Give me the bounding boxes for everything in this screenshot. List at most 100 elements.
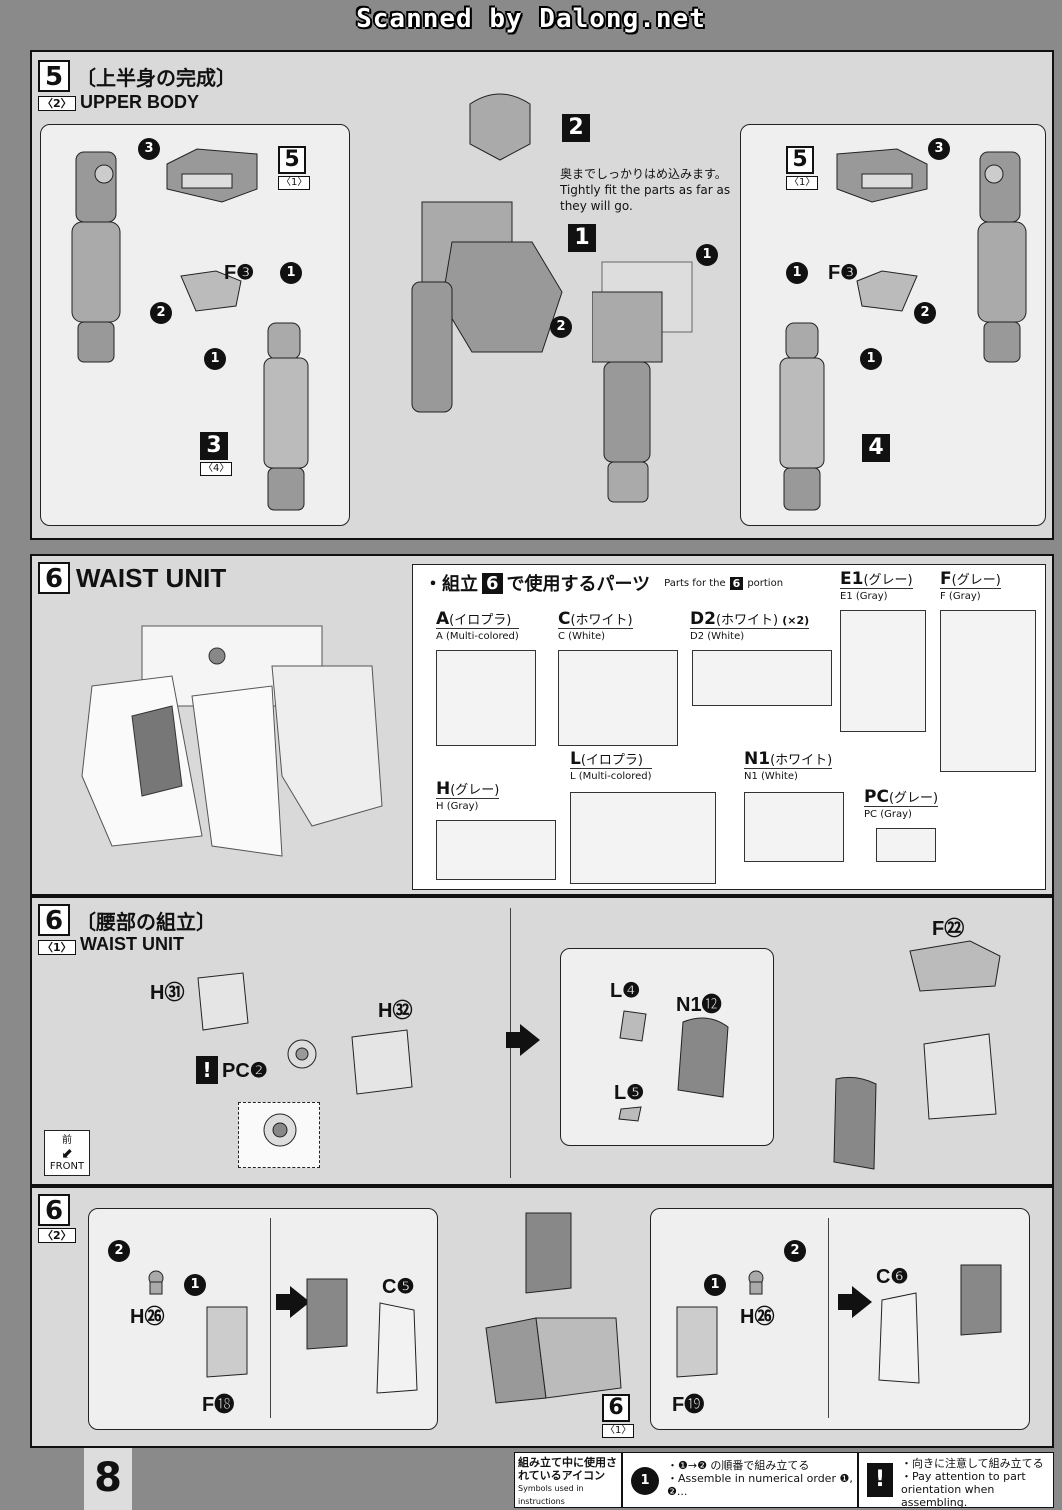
arrow-right-icon <box>506 1024 540 1056</box>
left-ref-number: 5 <box>278 146 306 174</box>
sprue-label-n1: N1(ホワイト) N1 (White) <box>744 749 833 782</box>
waist-armor-illustration <box>833 1076 877 1170</box>
step6-1-en-title: WAIST UNIT <box>80 934 184 954</box>
step5-panel: 5 〔上半身の完成〕 〈2〉 UPPER BODY 5 〈1〉 3 F❸ 1 2… <box>30 50 1054 540</box>
label-h31: H㉛ <box>150 982 185 1004</box>
left-arm-number: 3 <box>200 432 228 460</box>
step6-2-ref-number: 6 <box>602 1394 630 1422</box>
right-part-label: F❸ <box>828 262 859 284</box>
sprue-label-f: F(グレー) F (Gray) <box>940 569 1001 602</box>
front-jp: 前 <box>62 1135 72 1146</box>
label-c5: C❺ <box>382 1276 415 1298</box>
sprue-h <box>436 820 556 880</box>
waist-unit-illustration <box>81 625 383 857</box>
step6-1-panel: 6 〔腰部の組立〕 〈1〉 WAIST UNIT H㉛ H㉜ ! PC❷ 前 ⬋… <box>30 896 1054 1186</box>
page-number: 8 <box>84 1448 132 1510</box>
head-number: 2 <box>562 114 590 142</box>
right-step1-icon-a: 1 <box>786 262 808 284</box>
part-c5-illustration <box>376 1302 418 1394</box>
waist-frame-assembled-illustration <box>923 1033 997 1120</box>
sprue-n1 <box>744 792 844 862</box>
left-part-label: F❸ <box>224 262 255 284</box>
sprue-label-d2: D2(ホワイト) (×2) D2 (White) <box>690 609 810 642</box>
front-arrow-icon: ⬋ <box>61 1146 73 1162</box>
left-62-arrow-icon <box>276 1286 310 1318</box>
right-shoulder-armor-illustration <box>836 148 928 203</box>
step6-2-ref-sub: 〈1〉 <box>602 1424 635 1438</box>
left-ref-sub: 〈1〉 <box>278 176 311 190</box>
part-f19-assembled-illustration <box>960 1264 1002 1336</box>
label-h32: H㉜ <box>378 1000 413 1022</box>
waist-center-illustration <box>485 1212 622 1404</box>
legend-item-order: 1 ・❶→❷ の順番で組み立てる ・Assemble in numerical … <box>622 1452 858 1508</box>
label-c6: C❻ <box>876 1266 909 1288</box>
right-step3-icon: 3 <box>928 138 950 160</box>
center-step1-icon: 1 <box>696 244 718 266</box>
fit-note: 奥までしっかりはめ込みます。 Tightly fit the parts as … <box>560 166 740 214</box>
fit-note-jp: 奥までしっかりはめ込みます。 <box>560 167 727 181</box>
sprue-label-h: H(グレー) H (Gray) <box>436 779 500 812</box>
sprue-label-c: C(ホワイト) C (White) <box>558 609 633 642</box>
step5-number: 5 <box>38 60 70 92</box>
torso-illustration <box>411 201 563 413</box>
step6-2-panel: 6 〈2〉 2 1 H㉖ F⓲ C❺ 6 〈1〉 2 1 H㉖ F⓳ C❻ <box>30 1186 1054 1448</box>
left-arm-upper-illustration <box>71 151 121 363</box>
sprue-label-l: L(イロプラ) L (Multi-colored) <box>570 749 652 782</box>
parts-heading-suffix: で使用するパーツ <box>506 574 651 595</box>
step6-2-right-divider <box>828 1218 829 1418</box>
label-n112: N1⓬ <box>676 994 722 1016</box>
label-f18: F⓲ <box>202 1394 235 1416</box>
step6-parts-heading: 6 WAIST UNIT <box>38 562 226 594</box>
sprue-a <box>436 650 536 746</box>
part-c6-illustration <box>878 1292 920 1384</box>
sprue-label-e1: E1(グレー) E1 (Gray) <box>840 569 913 602</box>
right-shoulder-joint-illustration <box>856 270 918 312</box>
left-arm-sub: 〈4〉 <box>200 462 233 476</box>
part-h26-right-illustration <box>748 1270 764 1295</box>
left-62-step2-icon: 2 <box>108 1240 130 1262</box>
part-f18-illustration <box>206 1306 248 1378</box>
step5-heading: 5 〔上半身の完成〕 <box>38 60 236 92</box>
label-h26-right: H㉖ <box>740 1306 775 1328</box>
right-arm-upper-illustration <box>977 151 1027 363</box>
part-f19-illustration <box>676 1306 718 1378</box>
label-f19: F⓳ <box>672 1394 705 1416</box>
step6-parts-panel: 6 WAIST UNIT ・組立 6 で使用するパーツ Parts for th… <box>30 554 1054 896</box>
legend-item1-en: ・Assemble in numerical order ❶, ❷... <box>667 1472 853 1498</box>
label-pc2: PC❷ <box>222 1059 268 1082</box>
parts-heading-en-num: 6 <box>729 576 744 590</box>
waist-frame-right-illustration <box>351 1029 413 1095</box>
left-step1-icon-b: 1 <box>204 348 226 370</box>
parts-heading-num: 6 <box>482 572 503 594</box>
step6-2-number: 6 <box>38 1194 70 1226</box>
front-en: FRONT <box>49 1161 85 1172</box>
step6-1-heading: 6 〔腰部の組立〕 <box>38 904 216 936</box>
part-f22-illustration <box>909 940 1001 992</box>
sprue-c <box>558 650 678 746</box>
step5-en-title: UPPER BODY <box>80 92 200 112</box>
left-shoulder-joint-illustration <box>180 270 242 312</box>
step5-jp-title: 〔上半身の完成〕 <box>76 65 236 90</box>
orientation-caution-icon: ! <box>867 1463 893 1497</box>
sprue-pc <box>876 828 936 862</box>
left-step1-icon-a: 1 <box>280 262 302 284</box>
part-f18-assembled-illustration <box>306 1278 348 1350</box>
parts-heading-en-prefix: Parts for the <box>664 577 726 589</box>
part-h26-left-illustration <box>148 1270 164 1295</box>
sprue-e1 <box>840 610 926 732</box>
right-ref-number: 5 <box>786 146 814 174</box>
step6-1-number: 6 <box>38 904 70 936</box>
sprue-l <box>570 792 716 884</box>
sprue-f <box>940 610 1036 772</box>
caution-icon: ! <box>196 1056 218 1084</box>
caution-badge: ! PC❷ <box>196 1056 268 1084</box>
part-l4-illustration <box>619 1010 647 1042</box>
legend-title-box: 組み立て中に使用されているアイコン Symbols used in instru… <box>514 1452 622 1508</box>
sprue-label-pc: PC(グレー) PC (Gray) <box>864 787 939 820</box>
order-icon: 1 <box>631 1467 659 1495</box>
right-step1-icon-b: 1 <box>860 348 882 370</box>
fit-note-en: Tightly fit the parts as far as they wil… <box>560 183 731 213</box>
step6-parts-number: 6 <box>38 562 70 594</box>
left-forearm-illustration <box>263 322 309 511</box>
step6-1-sub: 〈1〉 <box>38 940 76 955</box>
